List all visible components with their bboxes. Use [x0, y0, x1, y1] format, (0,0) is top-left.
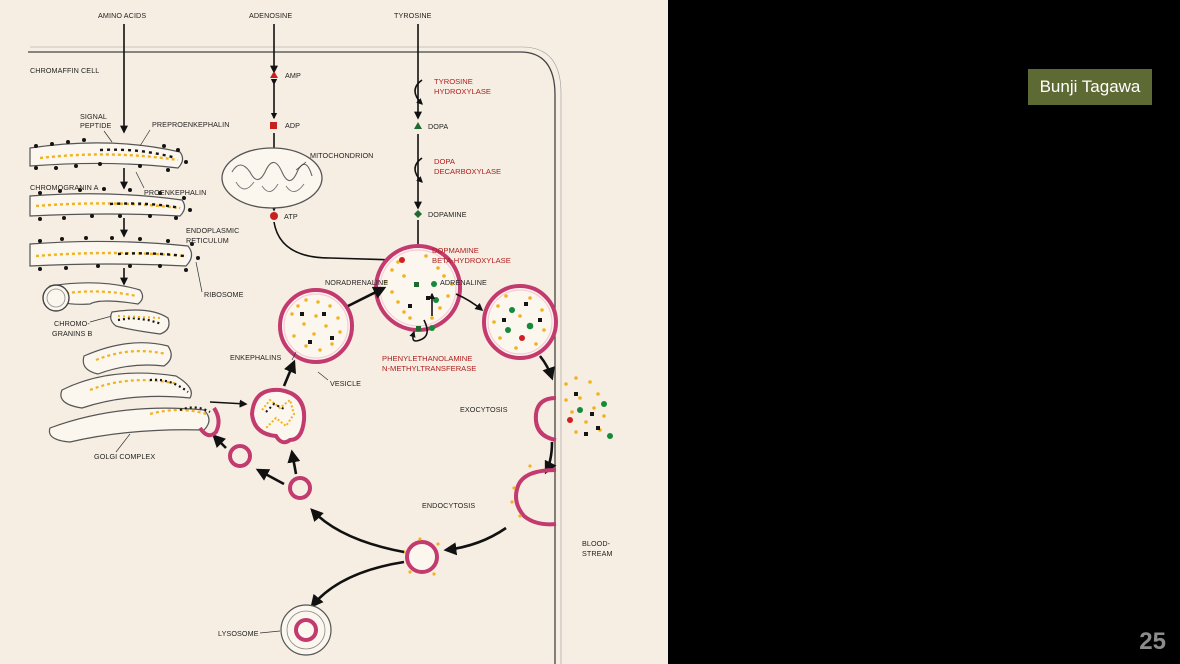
dopa-decarboxylase-label-2: DECARBOXYLASE	[434, 167, 501, 176]
diagram-panel: AMINO ACIDS ADENOSINE TYROSINE CHROMAFFI…	[0, 0, 668, 664]
chromaffin-cell-label: CHROMAFFIN CELL	[30, 66, 99, 75]
endoplasmic-label: ENDOPLASMIC	[186, 226, 239, 235]
budding-vesicle	[249, 387, 307, 445]
mitochondrion-label: MITOCHONDRION	[310, 151, 373, 160]
recycled-vesicle	[402, 537, 440, 576]
signal-peptide-label-1: SIGNAL	[80, 112, 107, 121]
atp-label: ATP	[284, 212, 298, 221]
enkephalin-vesicle	[278, 288, 354, 364]
adenosine-label: ADENOSINE	[249, 11, 292, 20]
golgi-bud	[198, 406, 221, 438]
endoplasmic-reticulum	[29, 142, 193, 305]
exocytosis-membrane	[533, 396, 557, 442]
adrenaline-label: ADRENALINE	[440, 278, 487, 287]
lysosome	[280, 604, 332, 656]
adrenaline-vesicle	[482, 284, 558, 360]
dbh-label-2: BETA-HYDROXYLASE	[432, 256, 511, 265]
exocytosis-release	[564, 376, 613, 439]
tyrosine-label: TYROSINE	[394, 11, 432, 20]
chromogranins-b-label-1: CHROMO-	[54, 319, 90, 328]
tyrosine-hydroxylase-label-1: TYROSINE	[434, 77, 473, 86]
chromogranins-b-label-2: GRANINS B	[52, 329, 93, 338]
golgi-complex-label: GOLGI COMPLEX	[94, 452, 155, 461]
author-tag: Bunji Tagawa	[1028, 69, 1152, 105]
endocytosis-membrane	[514, 468, 557, 527]
small-vesicle-1	[288, 476, 312, 500]
dopa-label: DOPA	[428, 122, 448, 131]
bloodstream-label-1: BLOOD-	[582, 539, 611, 548]
exocytosis-label: EXOCYTOSIS	[460, 405, 508, 414]
cell-membrane-outer	[30, 46, 562, 664]
mitochondrion	[221, 147, 323, 209]
signal-peptide-label-2: PEPTIDE	[80, 121, 112, 130]
dopamine-marker	[414, 210, 422, 218]
cell-membrane	[28, 51, 556, 664]
pnmt-label-1: PHENYLETHANOLAMINE	[382, 354, 472, 363]
lysosome-label: LYSOSOME	[218, 629, 259, 638]
vesicle-label: VESICLE	[330, 379, 361, 388]
page-number: 25	[1139, 628, 1166, 655]
atp-to-vesicle-arrow	[273, 221, 398, 264]
dbh-label-1: DOPMAMINE	[432, 246, 479, 255]
chromogranin-a-label: CHROMOGRANIN A	[30, 183, 99, 192]
proenkephalin-label: PROENKEPHALIN	[144, 188, 206, 197]
amino-acids-label: AMINO ACIDS	[98, 11, 146, 20]
bloodstream-label-2: STREAM	[582, 549, 613, 558]
dopa-marker	[414, 122, 422, 129]
dopamine-label: DOPAMINE	[428, 210, 467, 219]
tyrosine-hydroxylase-label-2: HYDROXYLASE	[434, 87, 491, 96]
adp-label: ADP	[285, 121, 300, 130]
reticulum-label: RETICULUM	[186, 236, 229, 245]
pnmt-label-2: N-METHYLTRANSFERASE	[382, 364, 476, 373]
ribosome-label: RIBOSOME	[204, 290, 244, 299]
ribosomes	[34, 138, 200, 272]
endocytosis-label: ENDOCYTOSIS	[422, 501, 475, 510]
preproenkephalin-label: PREPROENKEPHALIN	[152, 120, 230, 129]
amp-marker	[270, 71, 278, 78]
chromaffin-cell-diagram: AMINO ACIDS ADENOSINE TYROSINE CHROMAFFI…	[28, 11, 613, 664]
noradrenaline-label: NORADRENALINE	[325, 278, 388, 287]
enkephalins-label: ENKEPHALINS	[230, 353, 282, 362]
adp-marker	[270, 122, 277, 129]
atp-marker	[270, 212, 278, 220]
dopa-decarboxylase-label-1: DOPA	[434, 157, 456, 166]
golgi-complex	[48, 309, 211, 443]
small-vesicle-2	[228, 444, 252, 468]
amp-label: AMP	[285, 71, 301, 80]
